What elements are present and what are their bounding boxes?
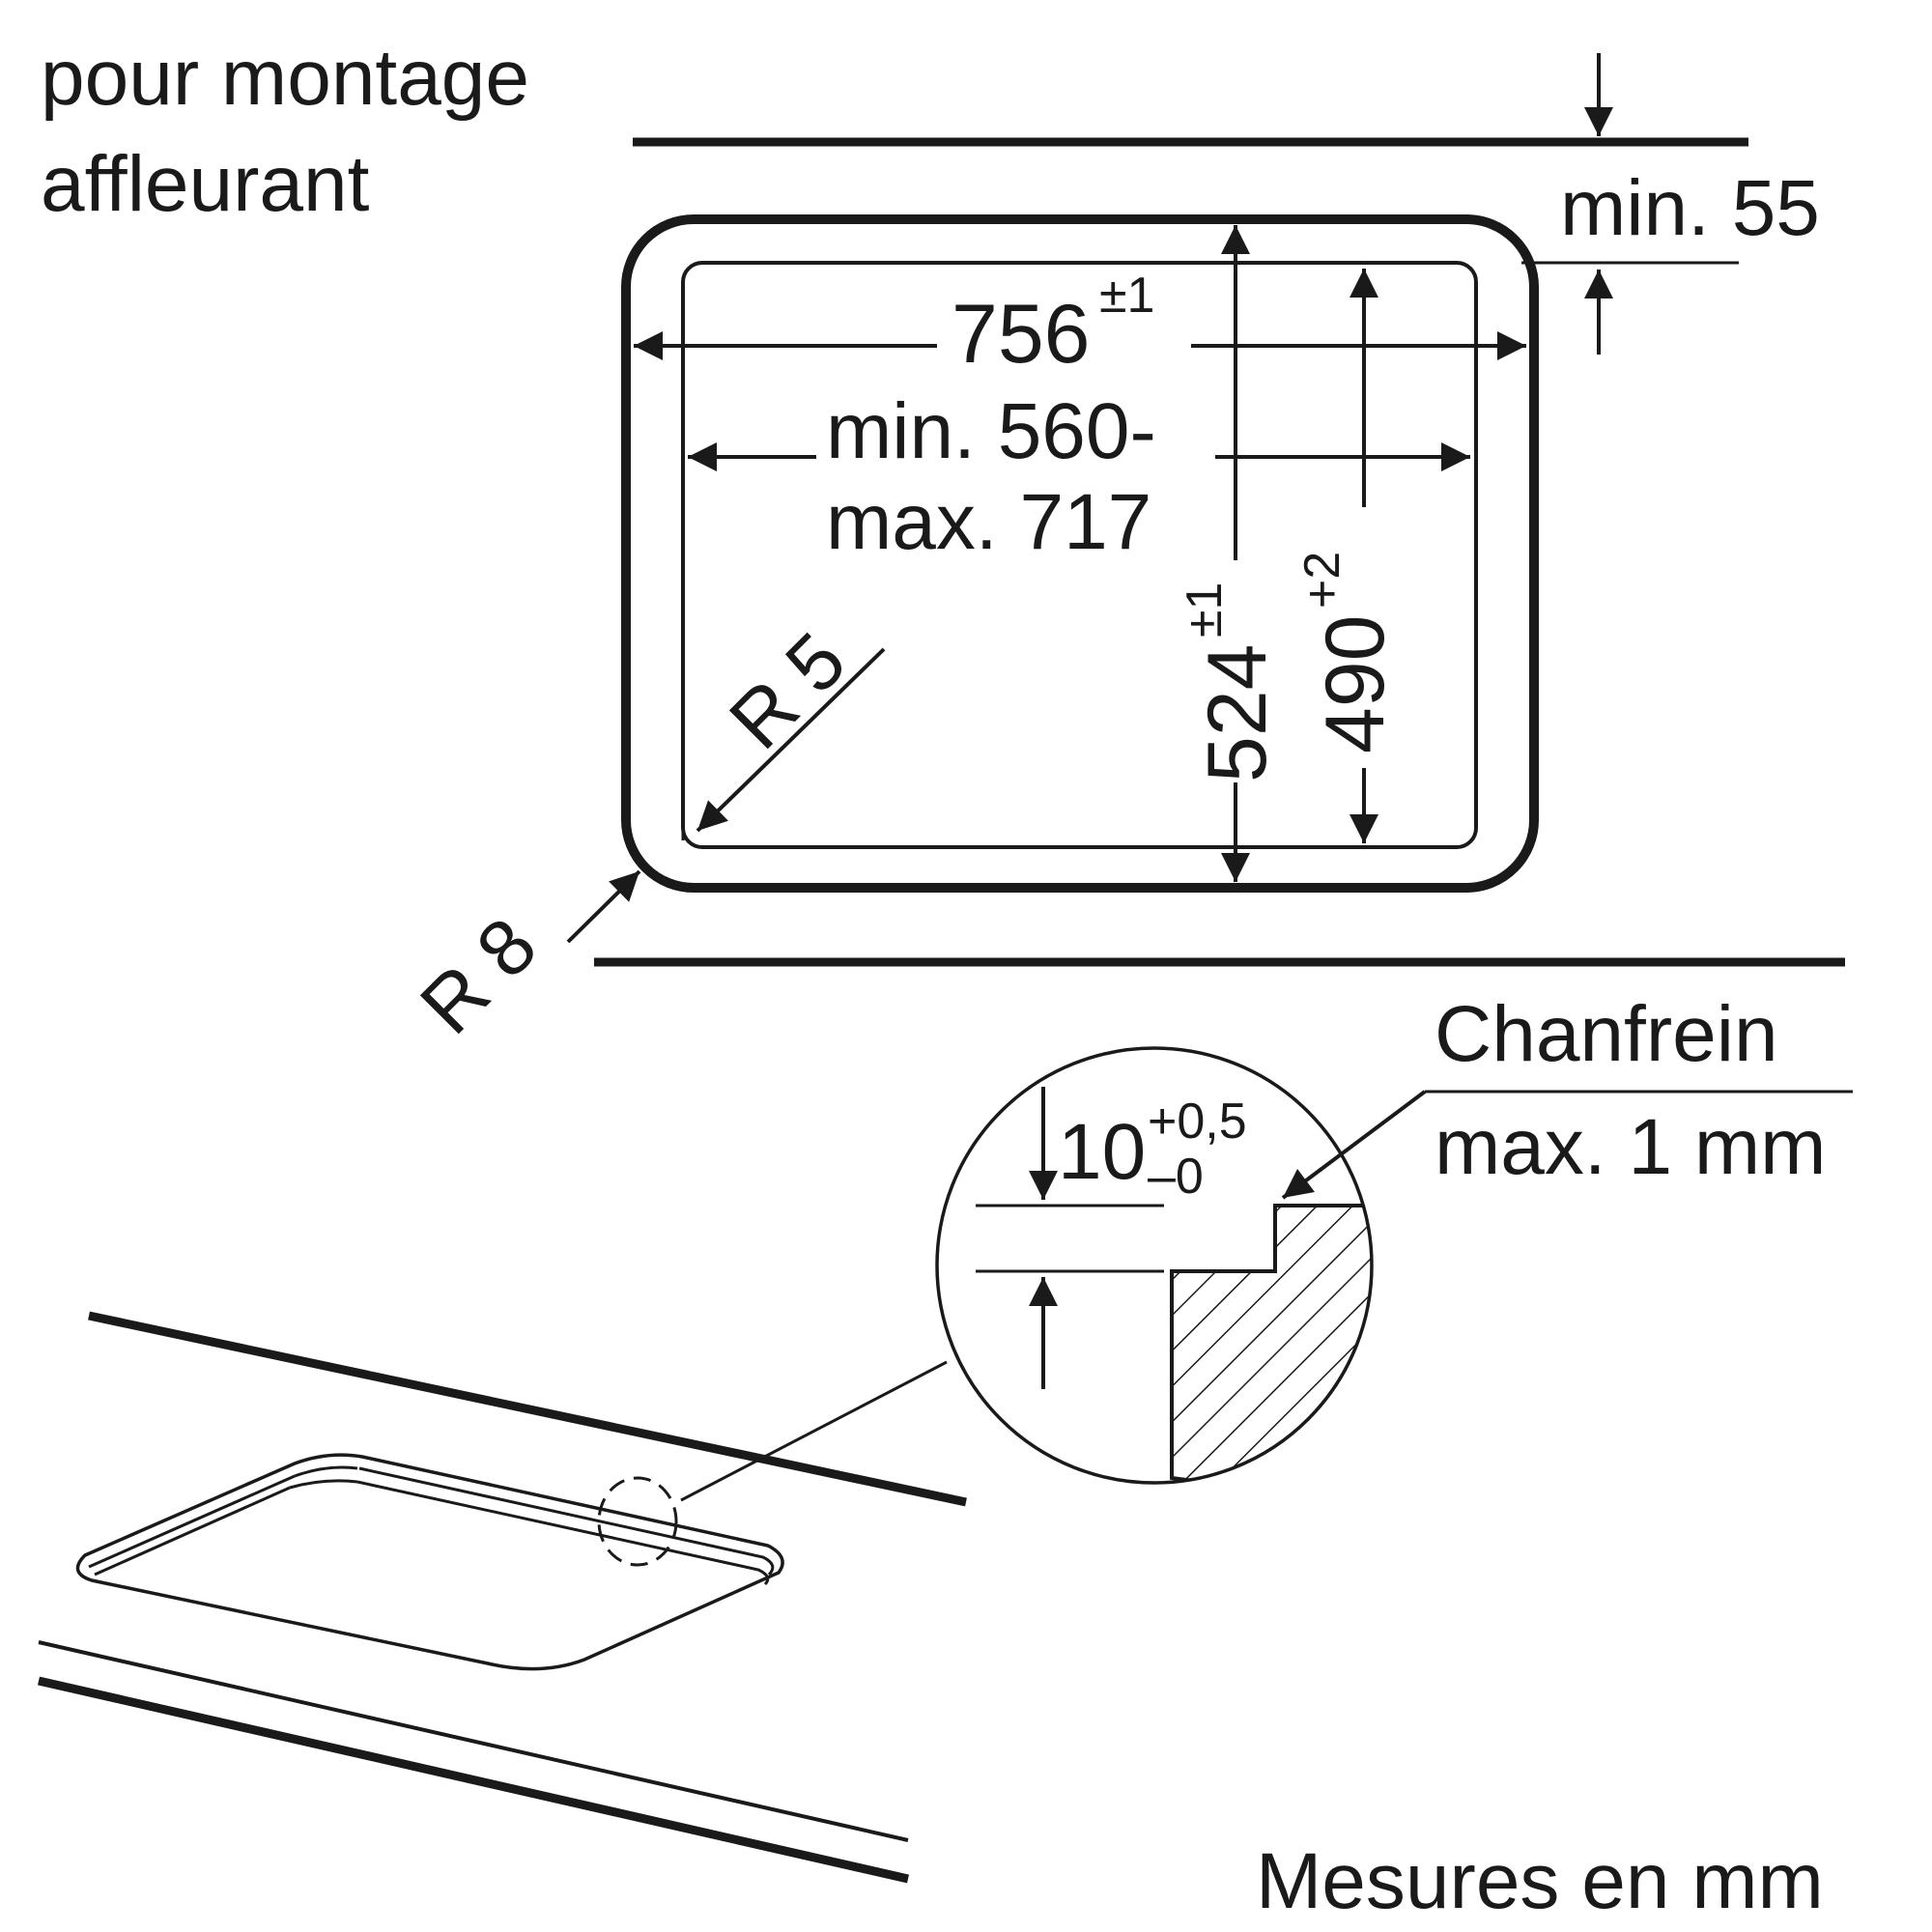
perspective-front-edge-bottom	[38, 1676, 909, 1884]
units-label: Mesures en mm	[1256, 1837, 1824, 1925]
width-outer-tolerance: ±1	[1099, 268, 1154, 324]
depth-outer-tolerance: ±1	[1177, 582, 1233, 638]
title-line-1: pour montage	[41, 34, 529, 122]
depth-inner-value: 490	[1309, 615, 1402, 754]
chamfer-detail: 10 +0,5 –0	[935, 1046, 1374, 1485]
depth-outer-dimension: 524 ±1	[1177, 225, 1284, 882]
detail-marker-circle	[597, 1476, 678, 1567]
outer-cutout	[621, 214, 1539, 893]
rebate-tolerance-plus: +0,5	[1148, 1094, 1247, 1150]
title-line-2: affleurant	[41, 140, 370, 228]
depth-inner-dimension: 490 +2	[1294, 269, 1402, 843]
inner-radius-label: R 5	[713, 616, 863, 766]
perspective-front-edge-top	[38, 1640, 909, 1842]
width-outer-value: 756	[952, 288, 1091, 381]
detail-leader-line	[680, 1360, 948, 1502]
inner-radius-callout: R 5	[696, 616, 886, 833]
perspective-outer-cutout	[75, 1453, 784, 1671]
rebate-tolerance-minus: –0	[1148, 1149, 1204, 1205]
perspective-view	[38, 1311, 967, 1884]
perspective-rebate-line-1	[358, 1466, 775, 1577]
chamfer-label-line-2: max. 1 mm	[1435, 1103, 1826, 1191]
width-inner-dimension: min. 560- max. 717	[681, 387, 1470, 840]
perspective-back-edge	[88, 1311, 967, 1507]
width-outer-dimension: 756 ±1	[634, 268, 1526, 381]
outer-radius-label: R 8	[404, 901, 554, 1051]
worktop-section-hatch	[1170, 1204, 1372, 1483]
perspective-rebate-line-2	[356, 1480, 770, 1586]
min-clearance-dimension: min. 55	[1521, 53, 1820, 355]
rebate-depth-value: 10	[1058, 1108, 1146, 1196]
chamfer-label-line-1: Chanfrein	[1435, 990, 1778, 1078]
width-inner-line-1: min. 560-	[826, 387, 1156, 475]
chamfer-callout: Chanfrein max. 1 mm	[1281, 990, 1853, 1200]
min-clearance-label: min. 55	[1560, 164, 1820, 252]
width-inner-line-2: max. 717	[826, 478, 1151, 566]
depth-inner-tolerance: +2	[1294, 552, 1350, 609]
depth-outer-value: 524	[1191, 644, 1284, 783]
